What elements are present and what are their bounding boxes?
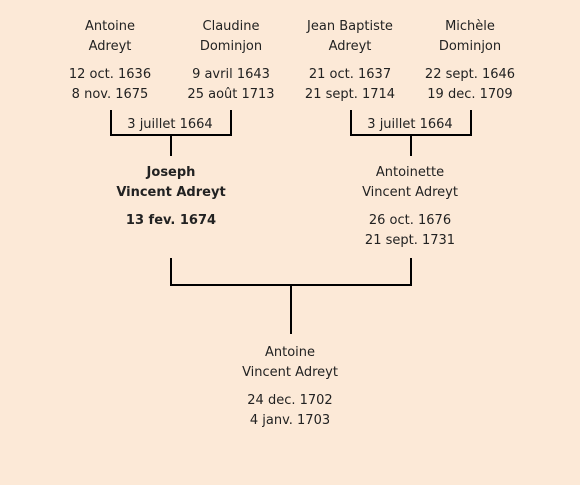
person-last-name: Dominjon — [438, 39, 502, 54]
person-antoine-vincent-adreyt: Antoine Vincent Adreyt 24 dec. 1702 4 ja… — [215, 343, 365, 431]
person-birth-date: 22 sept. 1646 — [424, 67, 516, 82]
connector-line — [410, 258, 412, 286]
person-birth-date: 13 fev. 1674 — [125, 213, 217, 228]
person-birth-date: 24 dec. 1702 — [247, 393, 333, 408]
person-last-name: Vincent Adreyt — [362, 185, 458, 200]
person-birth-date: 21 oct. 1637 — [308, 67, 392, 82]
person-death-date: 4 janv. 1703 — [249, 413, 331, 428]
marriage-date-right: 3 juillet 1664 — [367, 117, 453, 132]
person-last-name: Vincent Adreyt — [116, 185, 226, 200]
person-first-name: Michèle — [445, 19, 495, 34]
person-death-date: 8 nov. 1675 — [71, 87, 149, 102]
person-last-name: Vincent Adreyt — [242, 365, 338, 380]
connector-line — [350, 110, 352, 136]
person-claudine-dominjon: Claudine Dominjon 9 avril 1643 25 août 1… — [156, 17, 306, 105]
connector-line — [350, 134, 472, 136]
person-first-name: Jean Baptiste — [307, 19, 393, 34]
connector-line — [170, 284, 412, 286]
connector-line — [170, 258, 172, 286]
connector-line — [110, 110, 112, 136]
person-antoine-adreyt: Antoine Adreyt 12 oct. 1636 8 nov. 1675 — [35, 17, 185, 105]
person-joseph-vincent-adreyt: Joseph Vincent Adreyt 13 fev. 1674 — [96, 163, 246, 231]
person-death-date: 21 sept. 1714 — [304, 87, 396, 102]
person-antoinette-vincent-adreyt: Antoinette Vincent Adreyt 26 oct. 1676 2… — [335, 163, 485, 251]
person-last-name: Adreyt — [88, 39, 132, 54]
person-death-date: 25 août 1713 — [187, 87, 275, 102]
person-birth-date: 26 oct. 1676 — [368, 213, 452, 228]
person-first-name: Antoine — [84, 19, 136, 34]
person-michele-dominjon: Michèle Dominjon 22 sept. 1646 19 dec. 1… — [395, 17, 545, 105]
person-last-name: Dominjon — [199, 39, 263, 54]
person-first-name: Joseph — [146, 165, 196, 180]
person-birth-date: 12 oct. 1636 — [68, 67, 152, 82]
connector-line — [410, 136, 412, 156]
person-death-date: 19 dec. 1709 — [427, 87, 513, 102]
connector-line — [230, 110, 232, 136]
person-last-name: Adreyt — [328, 39, 372, 54]
person-first-name: Antoinette — [375, 165, 445, 180]
connector-line — [170, 136, 172, 156]
marriage-date-left: 3 juillet 1664 — [127, 117, 213, 132]
person-birth-date: 9 avril 1643 — [192, 67, 270, 82]
person-jean-baptiste-adreyt: Jean Baptiste Adreyt 21 oct. 1637 21 sep… — [275, 17, 425, 105]
person-death-date: 21 sept. 1731 — [364, 233, 456, 248]
person-first-name: Claudine — [202, 19, 260, 34]
connector-line — [470, 110, 472, 136]
person-first-name: Antoine — [264, 345, 316, 360]
connector-line — [110, 134, 232, 136]
connector-line — [290, 286, 292, 334]
